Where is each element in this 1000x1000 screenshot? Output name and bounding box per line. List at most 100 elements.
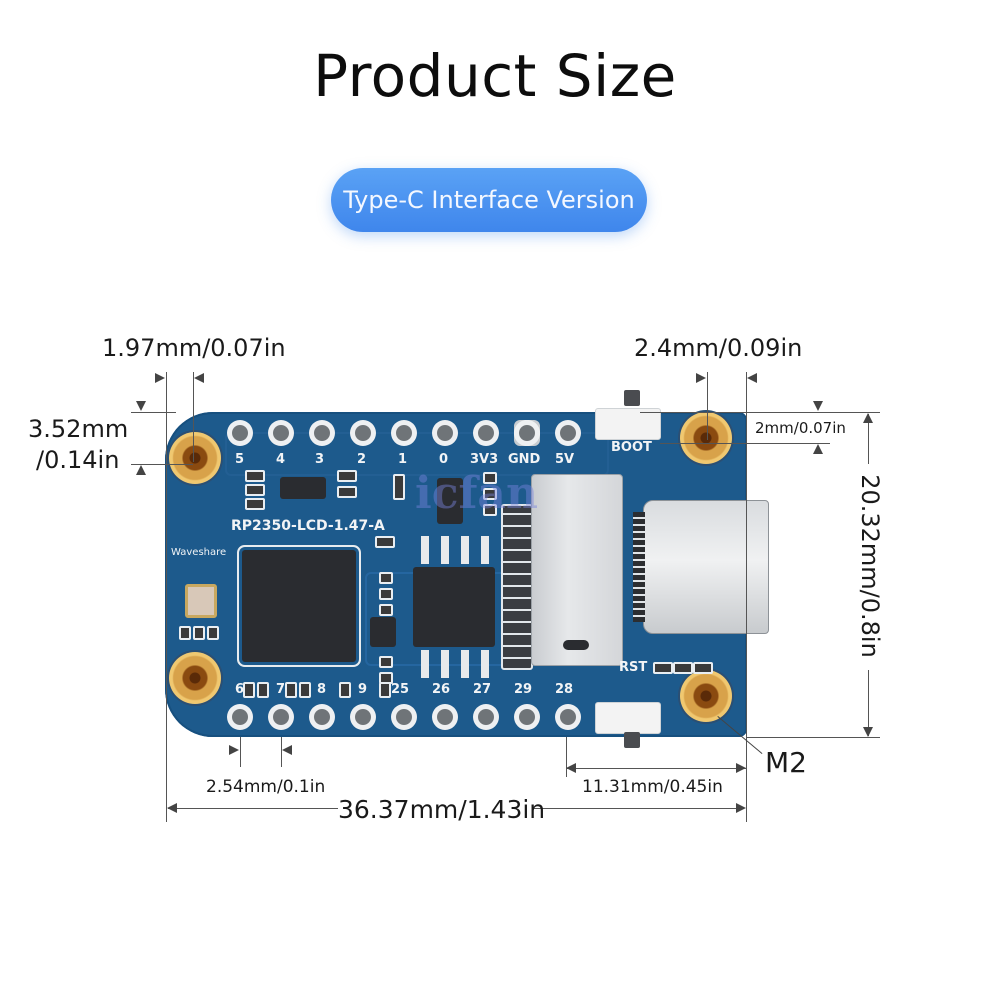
dim-extension-line [660, 443, 830, 444]
pin-label: 3V3 [470, 452, 499, 467]
mount-hole-top-right [680, 412, 732, 464]
regulator-chip [280, 477, 326, 499]
rp2350-mcu-chip [242, 550, 356, 662]
flash-memory-chip [413, 567, 495, 647]
dim-arrow-icon [155, 373, 165, 383]
pin-hole-top [555, 420, 581, 446]
dim-extension-line [566, 737, 567, 777]
pin-label: 4 [276, 452, 286, 467]
dim-arrow-icon [736, 803, 746, 813]
crystal-oscillator [185, 584, 217, 618]
pin-label: 0 [439, 452, 449, 467]
smd-cap [299, 682, 311, 698]
pin-hole-bottom [473, 704, 499, 730]
pin-hole-bottom [350, 704, 376, 730]
mount-hole-top-left [169, 432, 221, 484]
boot-button[interactable] [595, 408, 661, 440]
dim-label-right-hole-x-offset: 2.4mm/0.09in [634, 334, 803, 362]
dim-arrow-icon [863, 727, 873, 737]
smd-resistor [693, 662, 713, 674]
smd-resistor [337, 470, 357, 482]
dim-label-board-height: 20.32mm/0.8in [856, 474, 884, 658]
smd-resistor [245, 498, 265, 510]
pin-hole-top [432, 420, 458, 446]
smd-cap [375, 536, 395, 548]
sot-chip [437, 478, 463, 524]
pin-hole-top [227, 420, 253, 446]
smd-cap [379, 682, 391, 698]
dim-line [534, 808, 739, 809]
pin-hole-bottom [309, 704, 335, 730]
pin-label: 1 [398, 452, 408, 467]
dim-extension-line [746, 737, 880, 738]
usb-type-c-port[interactable] [643, 500, 769, 634]
pin-label: 9 [358, 682, 368, 697]
dim-label-pin-to-edge: 11.31mm/0.45in [582, 777, 723, 797]
dim-line [868, 670, 869, 736]
version-badge: Type-C Interface Version [331, 168, 647, 232]
dim-arrow-icon [229, 745, 239, 755]
smd-cap [207, 626, 219, 640]
boot-label: BOOT [611, 440, 652, 455]
reset-button-actuator[interactable] [624, 732, 640, 748]
pin-label: 8 [317, 682, 327, 697]
smd-resistor [393, 474, 405, 500]
dim-arrow-icon [194, 373, 204, 383]
dim-line [168, 808, 338, 809]
lcd-fpc-connector [501, 504, 533, 670]
pin-hole-bottom [514, 704, 540, 730]
dim-arrow-icon [813, 444, 823, 454]
pin-label: 5V [555, 452, 575, 467]
reset-button[interactable] [595, 702, 661, 734]
pin-label: 5 [235, 452, 245, 467]
dim-extension-line [746, 672, 747, 822]
pin-hole-top [391, 420, 417, 446]
dim-arrow-icon [566, 763, 576, 773]
mount-hole-bottom-left [169, 652, 221, 704]
dim-label-pin-pitch: 2.54mm/0.1in [206, 777, 326, 797]
pcb-board: 5 4 3 2 1 0 3V3 GND 5V RP2350-LCD-1.47-A… [165, 390, 769, 748]
pin-hole-bottom [391, 704, 417, 730]
pin-hole-top [473, 420, 499, 446]
dim-arrow-icon [282, 745, 292, 755]
pin-hole-bottom [268, 704, 294, 730]
dim-line [566, 768, 746, 769]
dim-line [868, 414, 869, 464]
pin-label: 29 [514, 682, 533, 697]
dim-arrow-icon [813, 401, 823, 411]
dim-extension-line [131, 464, 193, 465]
pin-label: 7 [276, 682, 286, 697]
smd-cap [243, 682, 255, 698]
boot-button-actuator[interactable] [624, 390, 640, 406]
pin-hole-top [309, 420, 335, 446]
pin-label: 28 [555, 682, 574, 697]
smd-cap [257, 682, 269, 698]
dim-extension-line [240, 737, 241, 767]
dim-arrow-icon [747, 373, 757, 383]
small-ic [370, 617, 396, 647]
smd-cap [285, 682, 297, 698]
smd-resistor [653, 662, 673, 674]
dim-extension-line [640, 412, 880, 413]
watermark: icfan [415, 468, 538, 519]
smd-resistor [673, 662, 693, 674]
smd-cap [193, 626, 205, 640]
pin-hole-top [268, 420, 294, 446]
pin-hole-top-gnd [514, 420, 540, 446]
dim-label-hole-x-offset: 1.97mm/0.07in [102, 334, 286, 362]
pin-label: 26 [432, 682, 451, 697]
smd-resistor [245, 470, 265, 482]
pin-label: 27 [473, 682, 492, 697]
pin-label: GND [508, 452, 541, 467]
pin-hole-top [350, 420, 376, 446]
pin-label: 2 [357, 452, 367, 467]
dim-extension-line [707, 372, 708, 440]
smd-resistor [337, 486, 357, 498]
dim-extension-line [131, 412, 176, 413]
dim-arrow-icon [136, 465, 146, 475]
pin-label: 3 [315, 452, 325, 467]
dim-label-right-hole-y-offset: 2mm/0.07in [755, 419, 846, 437]
dim-arrow-icon [167, 803, 177, 813]
sd-slot-notch [563, 640, 589, 650]
trace [225, 432, 609, 476]
